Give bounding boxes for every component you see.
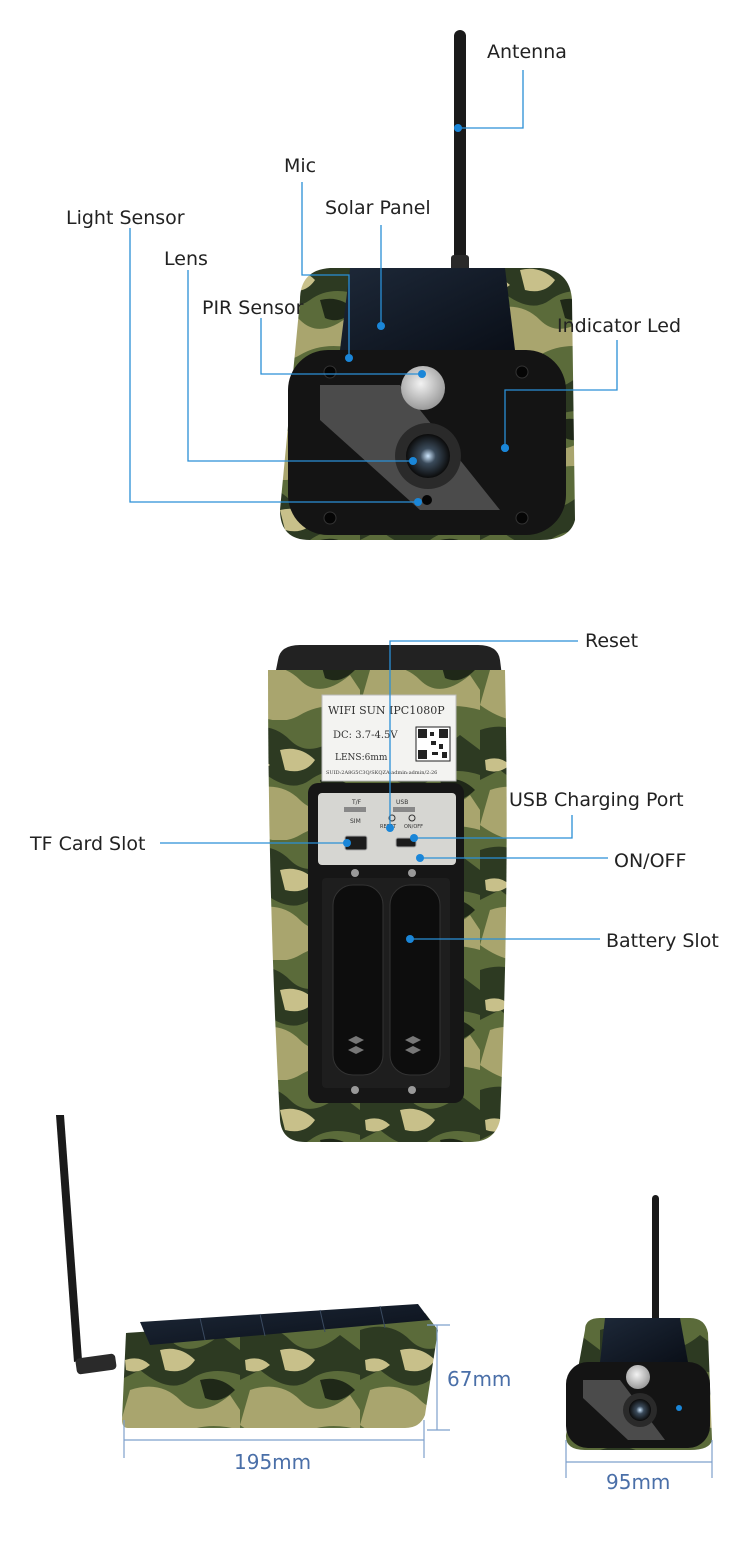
label-solar-panel: Solar Panel — [325, 197, 431, 219]
label-on-off: ON/OFF — [614, 850, 686, 872]
front-callouts — [129, 70, 618, 503]
label-pir-sensor: PIR Sensor — [202, 297, 304, 319]
dimension-height: 67mm — [447, 1367, 511, 1391]
front-view — [280, 30, 575, 540]
solar-panel — [340, 268, 515, 350]
dimension-length: 195mm — [234, 1450, 311, 1474]
sticker-fine-print: SUID:2A8G5C3Q/SKQZA:admin:admin/2:26 — [326, 770, 437, 776]
label-lens: Lens — [164, 248, 208, 270]
sticker-model: WIFI SUN IPC1080P — [328, 704, 445, 717]
panel-label-sim: SIM — [350, 818, 361, 825]
side-antenna-icon — [56, 1115, 82, 1362]
small-front-view — [565, 1195, 712, 1450]
front-callout-dots — [345, 124, 509, 506]
small-dimensions — [565, 1440, 713, 1478]
label-tf-card-slot: TF Card Slot — [29, 833, 145, 855]
antenna-icon — [451, 30, 469, 275]
panel-label-on-off: ON/OFF — [404, 824, 423, 830]
side-view — [56, 1115, 438, 1428]
label-usb-charging-port: USB Charging Port — [509, 789, 684, 811]
label-reset: Reset — [585, 630, 638, 652]
pir-sensor-icon — [401, 366, 445, 410]
label-indicator-led: Indicator Led — [557, 315, 681, 337]
small-antenna-icon — [652, 1195, 659, 1325]
label-antenna: Antenna — [487, 41, 567, 63]
back-callout-dots — [343, 824, 424, 943]
qr-code-icon — [415, 726, 451, 762]
camera-lens-icon — [406, 434, 450, 478]
panel-label-usb: USB — [396, 799, 408, 806]
sticker-lens: LENS:6mm — [335, 753, 388, 763]
label-light-sensor: Light Sensor — [66, 207, 185, 229]
back-view: WIFI SUN IPC1080P DC: 3.7-4.5V LENS:6mm … — [268, 645, 507, 1142]
label-mic: Mic — [284, 155, 316, 177]
side-dimensions — [123, 1324, 450, 1458]
sticker-dc: DC: 3.7-4.5V — [333, 730, 398, 741]
panel-label-tf: T/F — [351, 799, 362, 806]
dimension-width: 95mm — [606, 1470, 670, 1494]
battery-icon — [322, 869, 450, 1094]
back-callouts — [160, 640, 608, 940]
label-battery-slot: Battery Slot — [606, 930, 719, 952]
